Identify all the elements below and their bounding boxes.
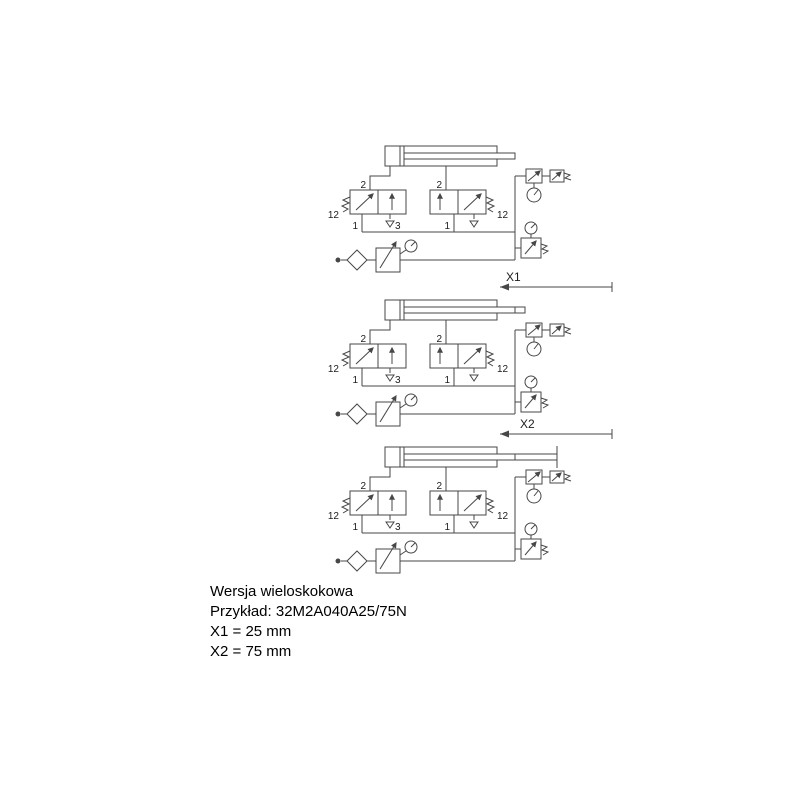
rod-extension xyxy=(514,453,558,461)
port-label-outlet: 2 xyxy=(436,180,442,191)
port-label-outlet: 2 xyxy=(360,481,366,492)
pneumatic-circuit-stage-3: 12 2 1 3 2 1 12 xyxy=(328,446,571,573)
port-label-supply: 1 xyxy=(444,522,450,533)
port-label-outlet: 2 xyxy=(436,334,442,345)
port-label-pilot: 12 xyxy=(328,364,340,375)
port-label-supply: 1 xyxy=(352,522,358,533)
port-label-supply: 1 xyxy=(352,221,358,232)
port-label-supply: 1 xyxy=(444,221,450,232)
port-label-pilot: 12 xyxy=(328,210,340,221)
dimension-x2: X2 xyxy=(500,417,613,439)
dimension-x2-label: X2 xyxy=(520,417,535,431)
port-label-pilot: 12 xyxy=(497,210,509,221)
port-label-exhaust: 3 xyxy=(395,375,401,386)
caption-line-x1: X1 = 25 mm xyxy=(210,623,292,640)
pneumatic-circuit-stage-2: 12 2 1 3 2 1 12 xyxy=(328,300,571,426)
port-label-supply: 1 xyxy=(352,375,358,386)
caption-line-example: Przykład: 32M2A040A25/75N xyxy=(210,603,407,620)
dimension-x1: X1 xyxy=(500,270,613,292)
port-label-outlet: 2 xyxy=(360,180,366,191)
port-label-exhaust: 3 xyxy=(395,221,401,232)
caption-line-x2: X2 = 75 mm xyxy=(210,643,292,660)
dimension-x1-label: X1 xyxy=(506,270,521,284)
port-label-pilot: 12 xyxy=(328,511,340,522)
port-label-outlet: 2 xyxy=(436,481,442,492)
caption-block: Wersja wieloskokowa Przykład: 32M2A040A2… xyxy=(210,582,407,662)
port-label-supply: 1 xyxy=(444,375,450,386)
pneumatic-circuit-stage-1: 12 2 1 3 2 1 12 xyxy=(328,146,571,272)
arrowhead xyxy=(500,430,509,438)
port-label-pilot: 12 xyxy=(497,511,509,522)
arrowhead xyxy=(500,283,509,291)
port-label-pilot: 12 xyxy=(497,364,509,375)
rod-extension xyxy=(514,306,526,314)
caption-line-title: Wersja wieloskokowa xyxy=(210,583,354,600)
port-label-exhaust: 3 xyxy=(395,522,401,533)
port-label-outlet: 2 xyxy=(360,334,366,345)
